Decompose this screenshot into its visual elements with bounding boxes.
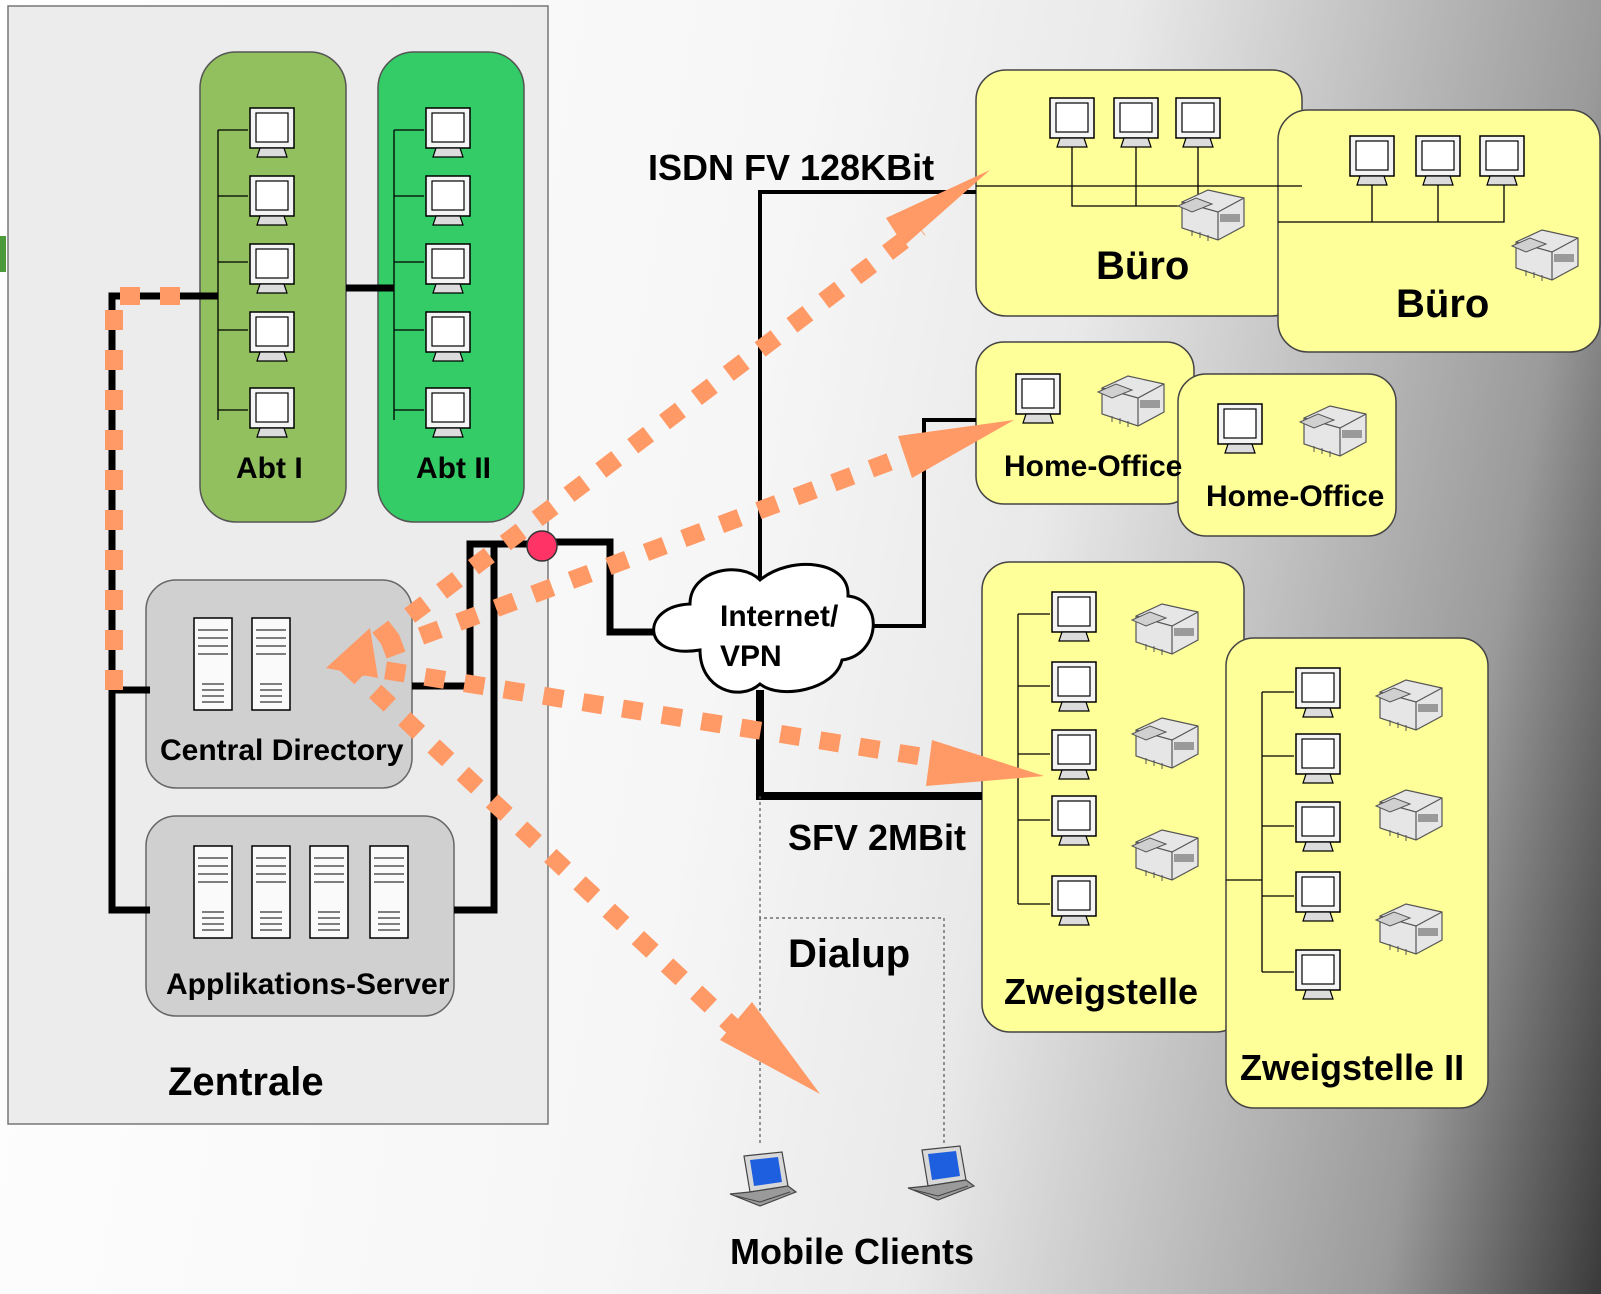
wan-lines — [758, 190, 976, 628]
internet-vpn-label-line1: Internet/ — [720, 600, 839, 633]
laptop-icon — [907, 1145, 975, 1201]
abt1-label: Abt I — [236, 452, 303, 485]
dialup-label: Dialup — [788, 932, 911, 976]
abt1-computers — [249, 107, 295, 438]
buero2-computers — [1349, 135, 1525, 186]
internet-vpn-label-line2: VPN — [720, 640, 782, 673]
edge-tab — [0, 236, 6, 272]
buero2-label: Büro — [1396, 282, 1490, 326]
junction-point — [526, 530, 558, 562]
internet-cloud-icon — [652, 562, 875, 694]
abt2-label: Abt II — [416, 452, 491, 485]
zweigstelle-box — [981, 561, 1245, 1033]
app-server-label: Applikations-Server — [166, 968, 450, 1001]
home-office1-label: Home-Office — [1004, 450, 1183, 483]
vpn-links — [105, 220, 932, 1059]
zweigstelle-label: Zweigstelle — [1004, 971, 1199, 1012]
home-office2-label: Home-Office — [1206, 480, 1385, 513]
buero1-computers — [1049, 97, 1221, 148]
zweigstelle2-box — [1225, 637, 1489, 1109]
sfv-label: SFV 2MBit — [788, 817, 967, 858]
isdn-label: ISDN FV 128KBit — [648, 147, 935, 188]
zentrale-backbone — [108, 284, 660, 914]
laptop-icon — [729, 1151, 797, 1207]
mobile-clients-label: Mobile Clients — [730, 1231, 975, 1272]
abt2-computers — [425, 107, 471, 438]
buero1-label: Büro — [1096, 244, 1190, 288]
zweigstelle2-label: Zweigstelle II — [1240, 1047, 1465, 1088]
vpn-arrowheads — [326, 170, 1044, 1094]
central-directory-label: Central Directory — [160, 734, 404, 767]
zentrale-label: Zentrale — [168, 1060, 324, 1104]
